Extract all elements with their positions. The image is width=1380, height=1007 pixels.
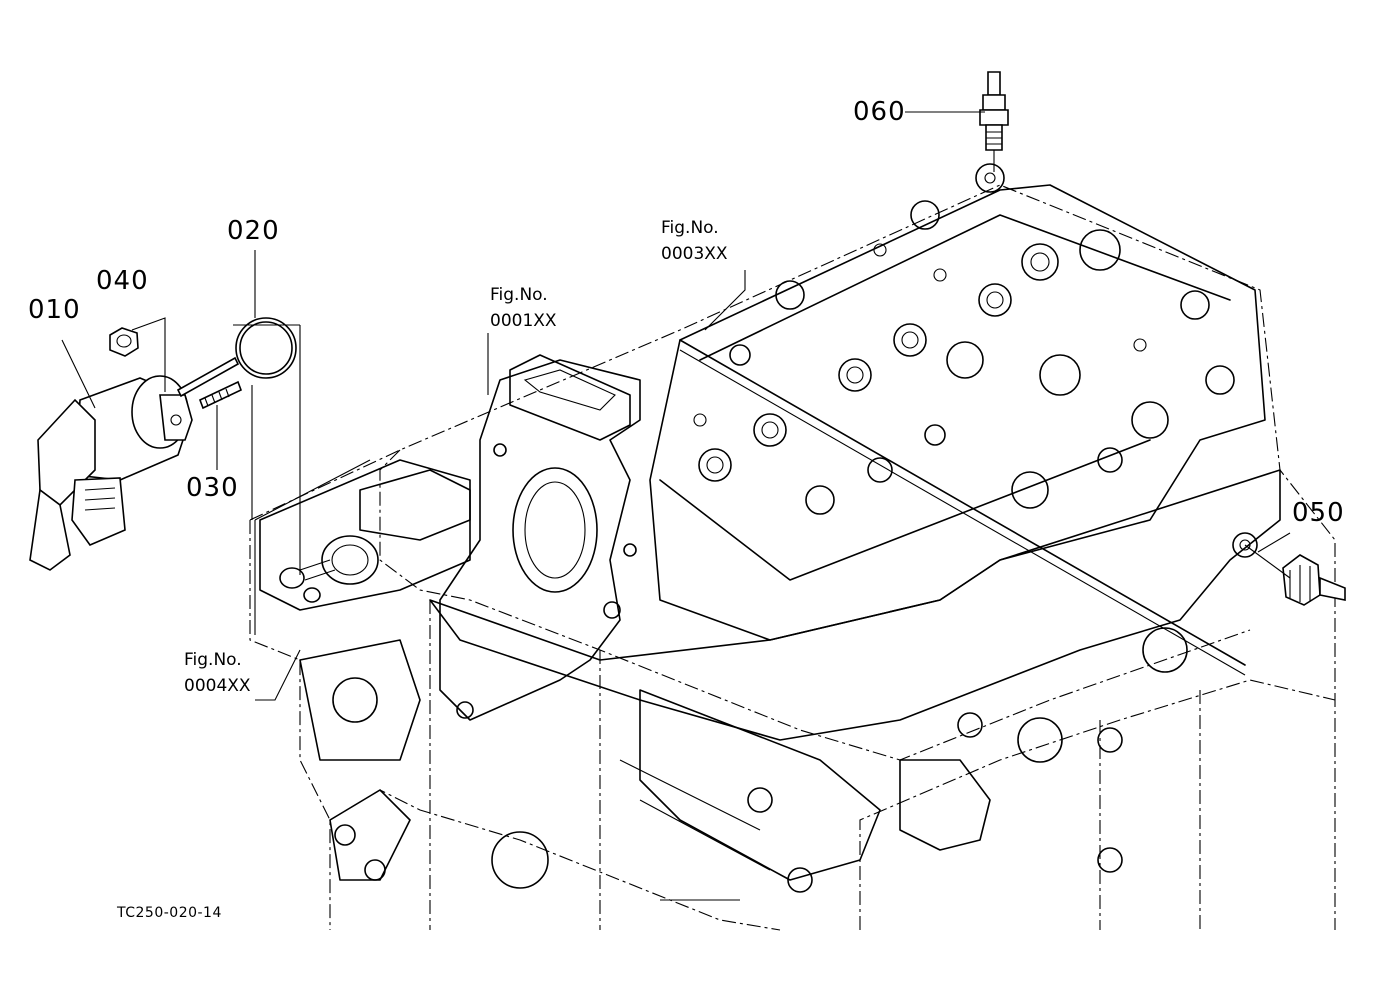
part-label-020[interactable]: 020 (227, 216, 280, 246)
temperature-sensor (979, 71, 1009, 151)
mounting-flange (254, 325, 471, 635)
fig-ref-0001xx-title[interactable]: Fig.No. (490, 285, 548, 305)
o-ring (235, 317, 297, 379)
stop-solenoid (29, 375, 193, 571)
cylinder-block (299, 469, 1281, 901)
gear-case (439, 354, 641, 721)
engine-block-outline (249, 184, 1336, 931)
oil-pressure-switch (1282, 554, 1346, 606)
part-label-010[interactable]: 010 (28, 295, 81, 325)
drawing-code: TC250-020-14 (117, 905, 222, 921)
fig-ref-0003xx-code[interactable]: 0003XX (661, 244, 728, 264)
fig-ref-0004xx-code[interactable]: 0004XX (184, 676, 251, 696)
part-label-050[interactable]: 050 (1292, 498, 1345, 528)
stud-bolts (176, 356, 243, 410)
fig-ref-0003xx-title[interactable]: Fig.No. (661, 218, 719, 238)
fig-ref-0001xx-code[interactable]: 0001XX (490, 311, 557, 331)
leader-lines (61, 111, 1291, 701)
part-label-030[interactable]: 030 (186, 473, 239, 503)
part-label-060[interactable]: 060 (853, 97, 906, 127)
cylinder-head (649, 163, 1266, 676)
nut (109, 327, 139, 357)
head-ports (693, 163, 1235, 515)
part-label-040[interactable]: 040 (96, 266, 149, 296)
fig-ref-0004xx-title[interactable]: Fig.No. (184, 650, 242, 670)
